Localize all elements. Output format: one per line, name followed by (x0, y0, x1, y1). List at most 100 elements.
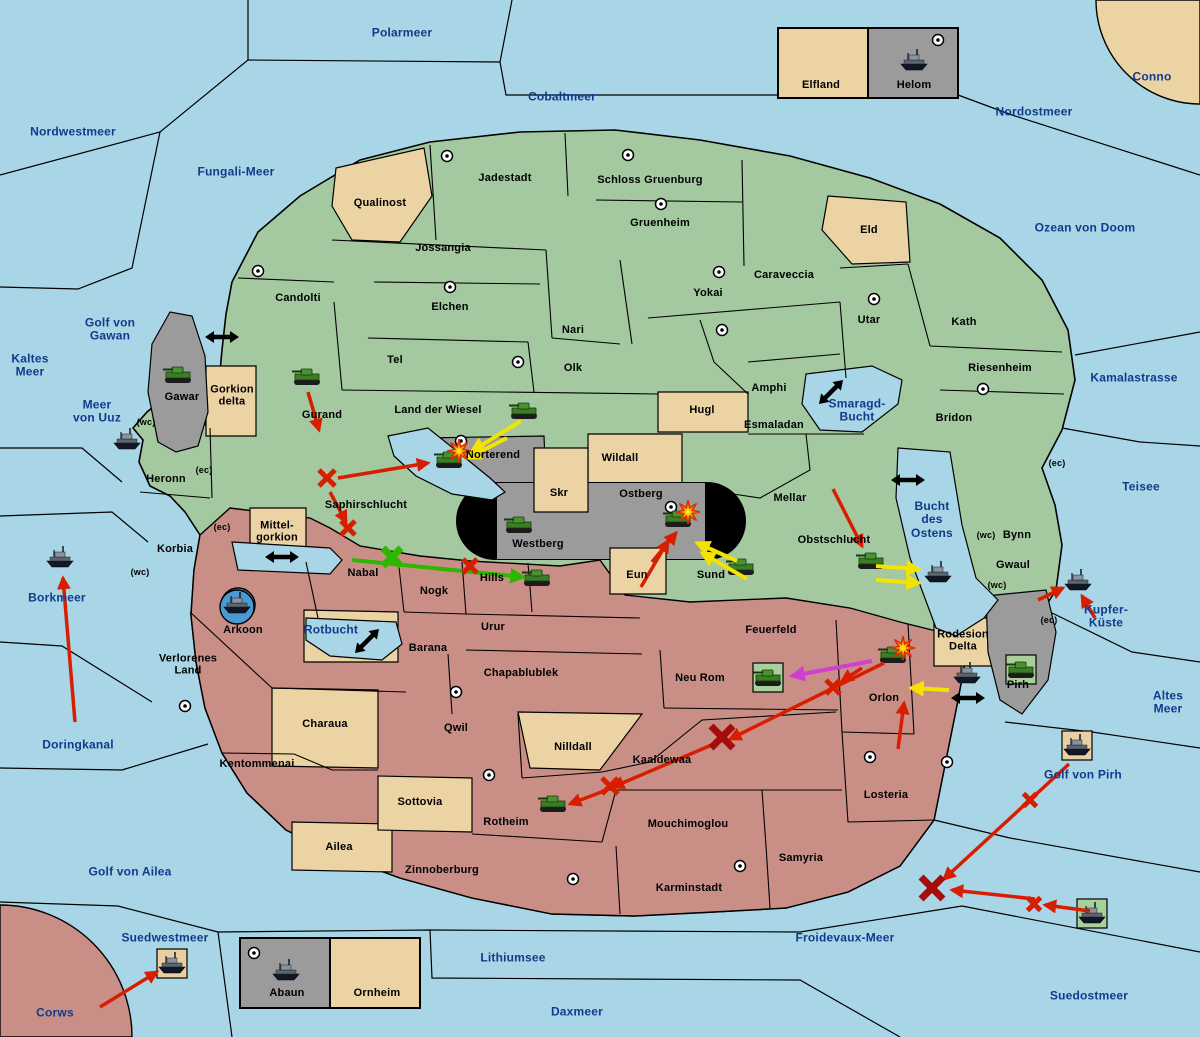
territory-label-olk[interactable]: Olk (563, 361, 583, 374)
territory-label-nordostmeer[interactable]: Nordostmeer (995, 104, 1073, 119)
territory-label-skr[interactable]: Skr (549, 486, 569, 499)
territory-label-verlorenes-land[interactable]: Verlorenes Land (158, 652, 218, 677)
territory-label-suedwestmeer[interactable]: Suedwestmeer (121, 930, 209, 945)
territory-label-wildall[interactable]: Wildall (601, 451, 639, 464)
ship-icon[interactable] (1064, 569, 1092, 591)
tank-icon[interactable] (163, 366, 191, 383)
ship-icon[interactable] (924, 561, 952, 583)
territory-label-hills[interactable]: Hills (479, 571, 505, 584)
territory-label-kamalastrasse[interactable]: Kamalastrasse (1090, 370, 1178, 385)
territory-label-jadestadt[interactable]: Jadestadt (478, 171, 532, 184)
region-eld[interactable] (821, 195, 911, 265)
territory-label-samyria[interactable]: Samyria (778, 851, 824, 864)
territory-label-gwaul[interactable]: Gwaul (995, 558, 1031, 571)
territory-label-tel[interactable]: Tel (387, 353, 403, 366)
territory-label-obstschlucht[interactable]: Obstschlucht (797, 533, 871, 546)
ship-icon[interactable] (113, 428, 141, 450)
territory-label-hugl[interactable]: Hugl (689, 403, 715, 416)
territory-label-bridon[interactable]: Bridon (935, 411, 973, 424)
tank-icon[interactable] (1006, 661, 1034, 678)
territory-label-yokai[interactable]: Yokai (693, 286, 723, 299)
territory-label-polarmeer[interactable]: Polarmeer (371, 25, 433, 40)
territory-label-eld[interactable]: Eld (860, 223, 878, 236)
region-conno[interactable] (1095, 0, 1200, 105)
territory-label-altes-meer[interactable]: Altes Meer (1152, 688, 1184, 716)
territory-label-smaragd-bucht[interactable]: Smaragd- Bucht (828, 396, 886, 424)
region-ailea[interactable] (291, 821, 393, 873)
tank-icon[interactable] (434, 451, 462, 468)
ship-icon[interactable] (223, 592, 251, 614)
territory-label-land-der-wiesel[interactable]: Land der Wiesel (394, 403, 482, 416)
territory-label-kaaldewaa[interactable]: Kaaldewaa (632, 753, 692, 766)
territory-label-jossangia[interactable]: Jossangia (415, 241, 471, 254)
tank-icon[interactable] (504, 516, 532, 533)
territory-label-chapablublek[interactable]: Chapablublek (483, 666, 559, 679)
territory-label-daxmeer[interactable]: Daxmeer (550, 1004, 604, 1019)
territory-label-bucht-des-ostens[interactable]: Bucht des Ostens (911, 498, 953, 540)
tank-icon[interactable] (509, 402, 537, 419)
territory-label-kaltes-meer[interactable]: Kaltes Meer (11, 351, 49, 379)
territory-label-schloss-gruenburg[interactable]: Schloss Gruenburg (597, 173, 703, 186)
ship-icon[interactable] (1063, 734, 1091, 756)
territory-label-saphirschlucht[interactable]: Saphirschlucht (324, 498, 408, 511)
territory-label-sund[interactable]: Sund (696, 568, 726, 581)
territory-label-gruenheim[interactable]: Gruenheim (630, 216, 690, 229)
territory-label-kupfer-k-ste[interactable]: Kupfer- Küste (1083, 602, 1129, 630)
territory-label-kath[interactable]: Kath (951, 315, 977, 328)
territory-label-meer-von-uuz[interactable]: Meer von Uuz (72, 397, 122, 425)
territory-label-qualinost[interactable]: Qualinost (353, 196, 407, 209)
territory-label-golf-von-pirh[interactable]: Golf von Pirh (1044, 767, 1122, 782)
territory-label-mouchimoglou[interactable]: Mouchimoglou (647, 817, 729, 830)
territory-label-nabal[interactable]: Nabal (347, 566, 379, 579)
territory-label-pirh[interactable]: Pirh (1006, 678, 1030, 691)
ship-icon[interactable] (953, 662, 981, 684)
territory-label-orlon[interactable]: Orlon (868, 691, 900, 704)
territory-label-gurand[interactable]: Gurand (301, 408, 343, 421)
territory-label-nari[interactable]: Nari (561, 323, 585, 336)
territory-label-kentommenai[interactable]: Kentommenai (219, 757, 295, 770)
territory-label-elchen[interactable]: Elchen (431, 300, 469, 313)
region-charaua[interactable] (271, 687, 379, 769)
territory-label-barana[interactable]: Barana (408, 641, 448, 654)
territory-label-bynn[interactable]: Bynn (1002, 528, 1032, 541)
territory-label-abaun[interactable]: Abaun (269, 986, 305, 999)
territory-label-corws[interactable]: Corws (36, 1005, 74, 1020)
tank-icon[interactable] (292, 368, 320, 385)
territory-label-charaua[interactable]: Charaua (302, 717, 348, 730)
territory-label-nogk[interactable]: Nogk (419, 584, 449, 597)
territory-label-helom[interactable]: Helom (896, 78, 932, 91)
ship-icon[interactable] (46, 546, 74, 568)
territory-label-lithiumsee[interactable]: Lithiumsee (480, 950, 546, 965)
ornheim-box[interactable] (329, 937, 421, 1009)
territory-label-rodesion-delta[interactable]: Rodesion Delta (937, 628, 989, 653)
region-hugl[interactable] (657, 391, 749, 433)
territory-label-arkoon[interactable]: Arkoon (223, 623, 263, 636)
tank-icon[interactable] (522, 569, 550, 586)
ship-icon[interactable] (158, 952, 186, 974)
territory-label-losteria[interactable]: Losteria (863, 788, 909, 801)
territory-label-riesenheim[interactable]: Riesenheim (968, 361, 1032, 374)
region-corws[interactable] (0, 904, 133, 1037)
territory-label-nilldall[interactable]: Nilldall (554, 740, 592, 753)
elfland-box[interactable] (777, 27, 869, 99)
territory-label-golf-von-gawan[interactable]: Golf von Gawan (84, 315, 136, 343)
territory-label-candolti[interactable]: Candolti (275, 291, 321, 304)
territory-label-gawar[interactable]: Gawar (164, 390, 200, 403)
region-sottovia[interactable] (377, 775, 473, 833)
territory-label-zinnoberburg[interactable]: Zinnoberburg (405, 863, 479, 876)
territory-label-mellar[interactable]: Mellar (773, 491, 807, 504)
territory-label-korbia[interactable]: Korbia (156, 542, 194, 555)
territory-label-neu-rom[interactable]: Neu Rom (675, 671, 725, 684)
territory-label-utar[interactable]: Utar (857, 313, 881, 326)
territory-label-norterend[interactable]: Norterend (465, 448, 521, 461)
territory-label-ornheim[interactable]: Ornheim (353, 986, 401, 999)
territory-label-amphi[interactable]: Amphi (751, 381, 787, 394)
territory-label-rotheim[interactable]: Rotheim (483, 815, 529, 828)
territory-label-ozean-von-doom[interactable]: Ozean von Doom (1034, 220, 1136, 235)
ship-icon[interactable] (900, 49, 928, 71)
territory-label-urur[interactable]: Urur (480, 620, 506, 633)
territory-label-froidevaux-meer[interactable]: Froidevaux-Meer (795, 930, 895, 945)
territory-label-sottovia[interactable]: Sottovia (397, 795, 443, 808)
region-skr[interactable] (533, 447, 589, 513)
territory-label-nordwestmeer[interactable]: Nordwestmeer (30, 124, 116, 139)
